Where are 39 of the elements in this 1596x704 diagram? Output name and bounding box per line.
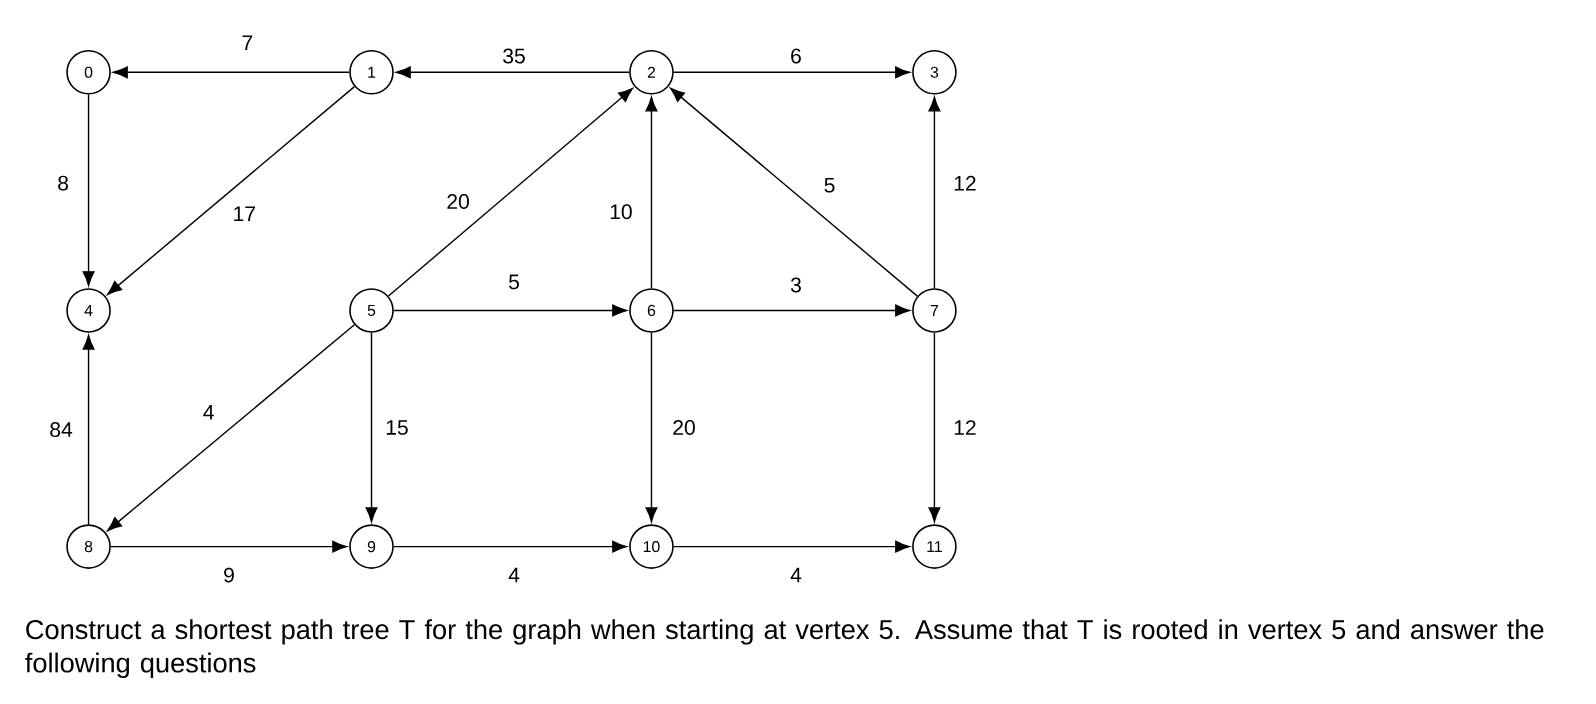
edge-label: 3: [788, 275, 804, 295]
arrow: [673, 540, 910, 553]
edge-label: 17: [230, 204, 258, 223]
edge-label: 8: [55, 174, 71, 193]
arrow: [673, 304, 910, 317]
arrow: [107, 85, 356, 295]
arrow: [393, 540, 628, 553]
edge-label: 20: [444, 192, 472, 211]
arrow: [110, 540, 348, 553]
arrow: [82, 334, 95, 526]
arrow: [107, 324, 356, 532]
edge-label: 20: [670, 418, 698, 437]
edge-label: 10: [607, 202, 635, 221]
edge-label: 12: [951, 418, 979, 437]
edge-label: 9: [221, 565, 237, 585]
edge-label: 4: [506, 566, 522, 585]
edge-label: 4: [201, 403, 217, 422]
edge-label: 15: [383, 418, 411, 437]
arrow: [82, 93, 95, 287]
edge-label: 35: [500, 46, 528, 66]
arrow: [393, 304, 628, 317]
arrow: [670, 87, 919, 297]
edge-label: 7: [239, 33, 255, 52]
arrow: [113, 66, 350, 79]
arrow: [928, 332, 941, 523]
arrow: [387, 87, 633, 297]
arrow: [673, 66, 910, 79]
edge-label: 4: [788, 566, 804, 585]
arrow: [365, 332, 378, 523]
arrow: [928, 96, 941, 289]
edge-label: 5: [506, 272, 522, 292]
arrow: [645, 332, 658, 523]
edge-label: 5: [821, 176, 838, 195]
arrow: [645, 96, 658, 289]
edge-label: 84: [47, 420, 75, 439]
edge-label: 12: [951, 174, 979, 193]
arrow: [395, 66, 630, 79]
edge-label: 6: [788, 46, 804, 66]
caption: Construct a shortest path tree T for the graph when starting at vertex 5. Assume that T is rooted in vertex 5 and answer the following questions: [25, 619, 1544, 678]
